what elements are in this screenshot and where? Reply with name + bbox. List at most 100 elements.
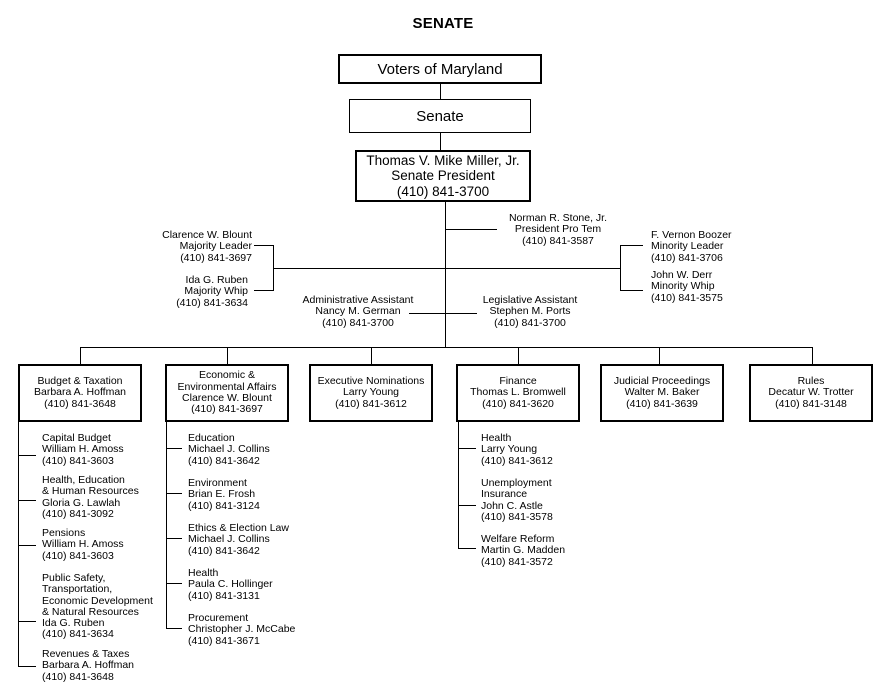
senate-label: Senate	[416, 107, 464, 125]
voters-box: Voters of Maryland	[338, 54, 542, 84]
subcommittee-chair: William H. Amoss	[42, 538, 124, 551]
committee-phone: (410) 841-3612	[335, 397, 407, 410]
committee-phone: (410) 841-3697	[191, 403, 263, 416]
subcommittee-chair: Gloria G. Lawlah	[42, 496, 121, 509]
minority-whip-title: Minority Whip	[651, 280, 715, 293]
subcommittee-budget-health-education: Health, Education & Human Resources Glor…	[42, 474, 139, 520]
committee-box-finance: Finance Thomas L. Bromwell (410) 841-362…	[456, 364, 580, 422]
subcommittee-name: Health, Education	[42, 474, 125, 486]
subcommittee-phone: (410) 841-3572	[481, 555, 553, 568]
pro-tem-name: Norman R. Stone, Jr.	[508, 212, 608, 224]
subcommittee-name: Procurement	[188, 612, 249, 624]
subcommittee-name-4: & Natural Resources	[42, 605, 139, 618]
committee-phone: (410) 841-3148	[775, 397, 847, 410]
majority-whip-name: Ida G. Ruben	[185, 274, 248, 286]
subcommittee-name: Health	[481, 432, 512, 444]
subcommittee-chair: Paula C. Hollinger	[188, 578, 273, 591]
subcommittee-chair: Martin G. Madden	[481, 544, 566, 557]
subcommittee-finance-welfare: Welfare Reform Martin G. Madden (410) 84…	[481, 533, 566, 568]
subcommittee-name: Capital Budget	[42, 432, 111, 444]
subcommittee-economic-health: Health Paula C. Hollinger (410) 841-3131	[188, 567, 273, 602]
subcommittee-phone: (410) 841-3603	[42, 549, 114, 562]
committee-box-judicial-proceedings: Judicial Proceedings Walter M. Baker (41…	[600, 364, 724, 422]
subcommittee-chair: Michael J. Collins	[188, 533, 270, 546]
president-box: Thomas V. Mike Miller, Jr. Senate Presid…	[355, 150, 531, 202]
committee-chair: Clarence W. Blount	[182, 392, 272, 404]
subcommittee-budget-revenues: Revenues & Taxes Barbara A. Hoffman (410…	[42, 648, 135, 683]
committee-name: Budget & Taxation	[37, 375, 123, 388]
subcommittee-budget-capital: Capital Budget William H. Amoss (410) 84…	[42, 432, 124, 467]
committee-phone: (410) 841-3620	[482, 397, 554, 410]
president-title: Senate President	[391, 168, 495, 184]
subcommittee-name-2: Insurance	[481, 488, 528, 501]
committee-chair: Thomas L. Bromwell	[470, 386, 566, 399]
committee-name: Economic &	[198, 369, 256, 382]
leg-assistant-title: Legislative Assistant	[482, 294, 578, 306]
subcommittee-budget-pensions: Pensions William H. Amoss (410) 841-3603	[42, 527, 124, 562]
minority-leader-block: F. Vernon Boozer Minority Leader (410) 8…	[651, 229, 761, 264]
subcommittee-chair: Barbara A. Hoffman	[42, 659, 135, 672]
subcommittee-economic-environment: Environment Brian E. Frosh (410) 841-312…	[188, 477, 260, 512]
leg-assistant-phone: (410) 841-3700	[494, 316, 566, 329]
subcommittee-phone: (410) 841-3131	[188, 589, 260, 602]
subcommittee-name: Environment	[188, 477, 247, 489]
admin-assistant-title: Administrative Assistant	[302, 294, 414, 306]
president-name: Thomas V. Mike Miller, Jr.	[366, 152, 520, 168]
subcommittee-chair: Larry Young	[481, 443, 538, 456]
subcommittee-chair: Michael J. Collins	[188, 443, 270, 456]
subcommittee-chair: Christopher J. McCabe	[188, 623, 296, 636]
majority-whip-title: Majority Whip	[184, 285, 248, 298]
majority-leader-phone: (410) 841-3697	[180, 251, 252, 264]
minority-leader-name: F. Vernon Boozer	[651, 229, 732, 241]
committee-box-budget-taxation: Budget & Taxation Barbara A. Hoffman (41…	[18, 364, 142, 422]
subcommittee-economic-procurement: Procurement Christopher J. McCabe (410) …	[188, 612, 296, 647]
admin-assistant-phone: (410) 841-3700	[322, 316, 394, 329]
subcommittee-name-3: Economic Development	[42, 594, 153, 607]
majority-leader-block: Clarence W. Blount Majority Leader (410)…	[140, 229, 252, 264]
subcommittee-name: Revenues & Taxes	[42, 648, 130, 660]
committee-name-2: Environmental Affairs	[177, 380, 277, 393]
subcommittee-phone: (410) 841-3578	[481, 510, 553, 523]
committee-chair: Walter M. Baker	[624, 386, 700, 399]
pro-tem-phone: (410) 841-3587	[522, 234, 594, 247]
committee-name: Rules	[797, 375, 825, 388]
subcommittee-finance-health: Health Larry Young (410) 841-3612	[481, 432, 553, 467]
subcommittee-budget-public-safety: Public Safety, Transportation, Economic …	[42, 572, 153, 641]
senate-box: Senate	[349, 99, 531, 133]
subcommittee-name: Pensions	[42, 527, 86, 539]
subcommittee-phone: (410) 841-3634	[42, 628, 114, 641]
minority-whip-block: John W. Derr Minority Whip (410) 841-357…	[651, 269, 761, 304]
committee-chair: Larry Young	[342, 386, 400, 399]
subcommittee-phone: (410) 841-3671	[188, 634, 260, 647]
majority-whip-phone: (410) 841-3634	[176, 296, 248, 309]
committee-box-rules: Rules Decatur W. Trotter (410) 841-3148	[749, 364, 873, 422]
minority-whip-phone: (410) 841-3575	[651, 291, 723, 304]
committee-chair: Decatur W. Trotter	[768, 386, 854, 399]
subcommittee-finance-unemployment: Unemployment Insurance John C. Astle (41…	[481, 477, 553, 523]
committee-phone: (410) 841-3639	[626, 397, 698, 410]
subcommittee-phone: (410) 841-3124	[188, 499, 260, 512]
subcommittee-chair: Brian E. Frosh	[188, 488, 256, 501]
subcommittee-name: Unemployment	[481, 477, 552, 489]
subcommittee-name: Welfare Reform	[481, 533, 555, 545]
leg-assistant-name: Stephen M. Ports	[489, 305, 571, 318]
admin-assistant-block: Administrative Assistant Nancy M. German…	[290, 294, 426, 329]
pro-tem-title: President Pro Tem	[514, 223, 602, 236]
subcommittee-name: Public Safety,	[42, 572, 106, 584]
subcommittee-name-2: & Human Resources	[42, 485, 139, 498]
minority-whip-name: John W. Derr	[651, 269, 713, 281]
committee-name: Executive Nominations	[317, 375, 425, 388]
subcommittee-chair: John C. Astle	[481, 499, 543, 512]
majority-leader-title: Majority Leader	[179, 240, 252, 253]
leg-assistant-block: Legislative Assistant Stephen M. Ports (…	[468, 294, 592, 329]
subcommittee-phone: (410) 841-3648	[42, 670, 114, 683]
subcommittee-phone: (410) 841-3612	[481, 454, 553, 467]
committee-chair: Barbara A. Hoffman	[33, 386, 127, 399]
committee-name: Judicial Proceedings	[613, 375, 711, 388]
subcommittee-phone: (410) 841-3642	[188, 454, 260, 467]
admin-assistant-name: Nancy M. German	[315, 305, 401, 318]
pro-tem-block: Norman R. Stone, Jr. President Pro Tem (…	[498, 212, 618, 247]
minority-leader-title: Minority Leader	[651, 240, 724, 253]
president-phone: (410) 841-3700	[396, 183, 490, 199]
